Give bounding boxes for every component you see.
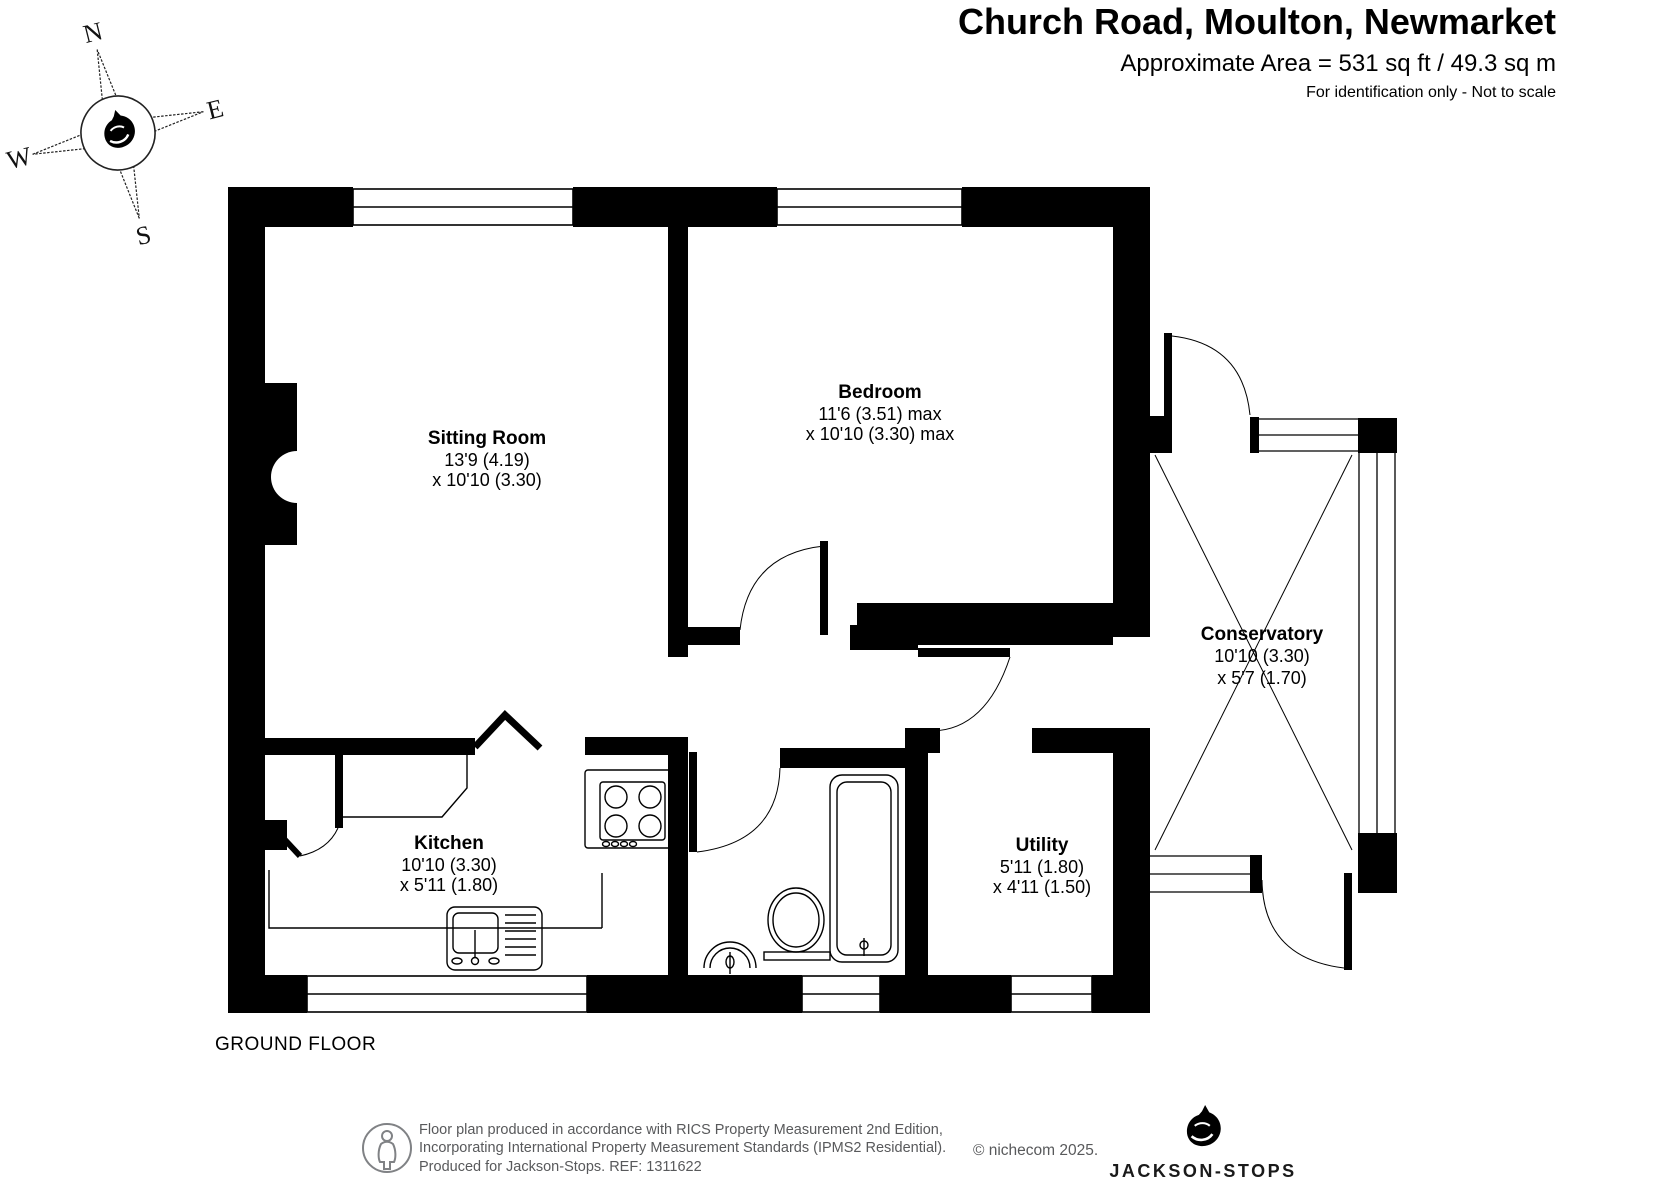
conservatory-label: Conservatory 10'10 (3.30) x 5'7 (1.70) (1201, 624, 1324, 688)
sitting-room-name: Sitting Room (428, 428, 546, 449)
utility-name: Utility (1016, 835, 1069, 856)
wall-kitchen-north (265, 738, 475, 755)
kitchen-name: Kitchen (414, 833, 484, 854)
window-bathroom-bottom (801, 975, 881, 1013)
utility-dim2: x 4'11 (1.50) (993, 877, 1091, 897)
floor-label: GROUND FLOOR (215, 1034, 376, 1055)
window-kitchen-bottom (306, 975, 588, 1013)
scale-note: For identification only - Not to scale (1306, 84, 1556, 101)
bedroom-label: Bedroom 11'6 (3.51) max x 10'10 (3.30) m… (806, 382, 955, 444)
utility-label: Utility 5'11 (1.80) x 4'11 (1.50) (993, 835, 1091, 897)
window-sitting-top (352, 188, 574, 226)
footer-line1: Floor plan produced in accordance with R… (419, 1122, 943, 1138)
bedroom-dim1: 11'6 (3.51) max (818, 404, 941, 424)
conservatory-north-door (1164, 333, 1251, 418)
kitchen-label: Kitchen 10'10 (3.30) x 5'11 (1.80) (400, 833, 498, 895)
kitchen-counter-return (343, 755, 468, 818)
compass-s-label: S (133, 220, 154, 252)
bedroom-dim2: x 10'10 (3.30) max (806, 424, 955, 444)
bathroom-door (689, 752, 781, 853)
window-bedroom-top (776, 188, 963, 226)
compass-rose: N S E W (4, 16, 227, 252)
kitchen-dim2: x 5'11 (1.80) (400, 875, 498, 895)
fireplace-recess (271, 451, 297, 503)
walls (228, 187, 1397, 1013)
kitchen-bifold-door (472, 710, 543, 751)
wall-left (228, 187, 265, 1013)
bedroom-door (739, 541, 828, 635)
conservatory-dim2: x 5'7 (1.70) (1217, 668, 1306, 688)
footer-text: Floor plan produced in accordance with R… (419, 1122, 1098, 1175)
compass-w-label: W (4, 141, 35, 175)
brand-logo: JACKSON-STOPS (1109, 1104, 1296, 1181)
hob (584, 769, 673, 849)
conservatory-link-north (1150, 416, 1172, 453)
wall-bathroom-east (905, 748, 928, 975)
brand-wordmark: JACKSON-STOPS (1109, 1161, 1296, 1181)
wall-bottom-4 (1092, 975, 1150, 1013)
kitchen-fixtures (268, 755, 673, 971)
conservatory-window-south (1150, 855, 1250, 893)
header: Church Road, Moulton, Newmarket Approxim… (958, 1, 1556, 101)
wall-utility-north-west (905, 728, 940, 753)
wall-divider-sitting-bedroom (668, 227, 688, 657)
footer-line3: Produced for Jackson-Stops. REF: 1311622 (419, 1159, 702, 1175)
bathroom-fixtures (703, 774, 899, 974)
wall-right-upper (1113, 187, 1150, 637)
conservatory-post-sw (1250, 855, 1262, 893)
sitting-room-label: Sitting Room 13'9 (4.19) x 10'10 (3.30) (428, 428, 546, 490)
wall-bottom-2 (587, 975, 802, 1013)
wall-kitchen-north-east (585, 737, 675, 755)
utility-dim1: 5'11 (1.80) (1000, 857, 1084, 877)
wall-bottom-1 (265, 975, 307, 1013)
sitting-room-dim1: 13'9 (4.19) (444, 450, 530, 470)
copyright-text: © nichecom 2025. (973, 1142, 1098, 1159)
conservatory-post-ne (1358, 418, 1397, 453)
bedroom-name: Bedroom (838, 382, 921, 403)
doors (269, 333, 1352, 970)
conservatory-name: Conservatory (1201, 624, 1324, 645)
utility-door (918, 648, 1011, 732)
conservatory-cross-brace (1154, 454, 1353, 851)
brand-fox-icon (1185, 1104, 1223, 1148)
wall-bathroom-west (668, 737, 688, 975)
conservatory-window-east (1358, 453, 1396, 833)
page-title: Church Road, Moulton, Newmarket (958, 1, 1556, 42)
conservatory-window-north (1259, 418, 1358, 452)
footer: Floor plan produced in accordance with R… (362, 1104, 1296, 1181)
conservatory-south-door (1261, 873, 1352, 970)
wall-utility-north-east (1032, 728, 1113, 753)
windows (306, 188, 1093, 1013)
kitchen-counter-edge (268, 870, 603, 929)
kitchen-dim1: 10'10 (3.30) (401, 855, 497, 875)
window-utility-bottom (1010, 975, 1093, 1013)
kitchen-side-door (269, 823, 339, 859)
person-scale-icon (362, 1123, 412, 1173)
compass-east-point (144, 111, 204, 135)
wall-kitchen-partition (335, 755, 343, 828)
compass-south-point (116, 159, 140, 219)
footer-line2: Incorporating International Property Mea… (419, 1140, 946, 1156)
wall-bedroom-south-west (688, 627, 740, 645)
conservatory-post-nw (1250, 417, 1259, 453)
wall-bedroom-south-east (857, 603, 1113, 645)
kitchen-sink (446, 906, 543, 971)
wall-right-lower (1113, 728, 1150, 1013)
conservatory-structure (1150, 418, 1396, 893)
conservatory-dim1: 10'10 (3.30) (1214, 646, 1310, 666)
bath-tub (829, 774, 899, 963)
area-subtitle: Approximate Area = 531 sq ft / 49.3 sq m (1120, 50, 1556, 77)
compass-e-label: E (204, 93, 226, 125)
sitting-room-dim2: x 10'10 (3.30) (432, 470, 542, 490)
compass-west-point (32, 131, 92, 155)
toilet (763, 887, 831, 961)
wall-top-mid (573, 187, 777, 227)
basin (703, 941, 757, 974)
compass-n-label: N (80, 16, 105, 49)
wall-bathroom-north (780, 748, 905, 768)
wall-bottom-3 (880, 975, 1011, 1013)
conservatory-post-se (1358, 833, 1397, 893)
room-labels: Sitting Room 13'9 (4.19) x 10'10 (3.30) … (400, 382, 1324, 897)
